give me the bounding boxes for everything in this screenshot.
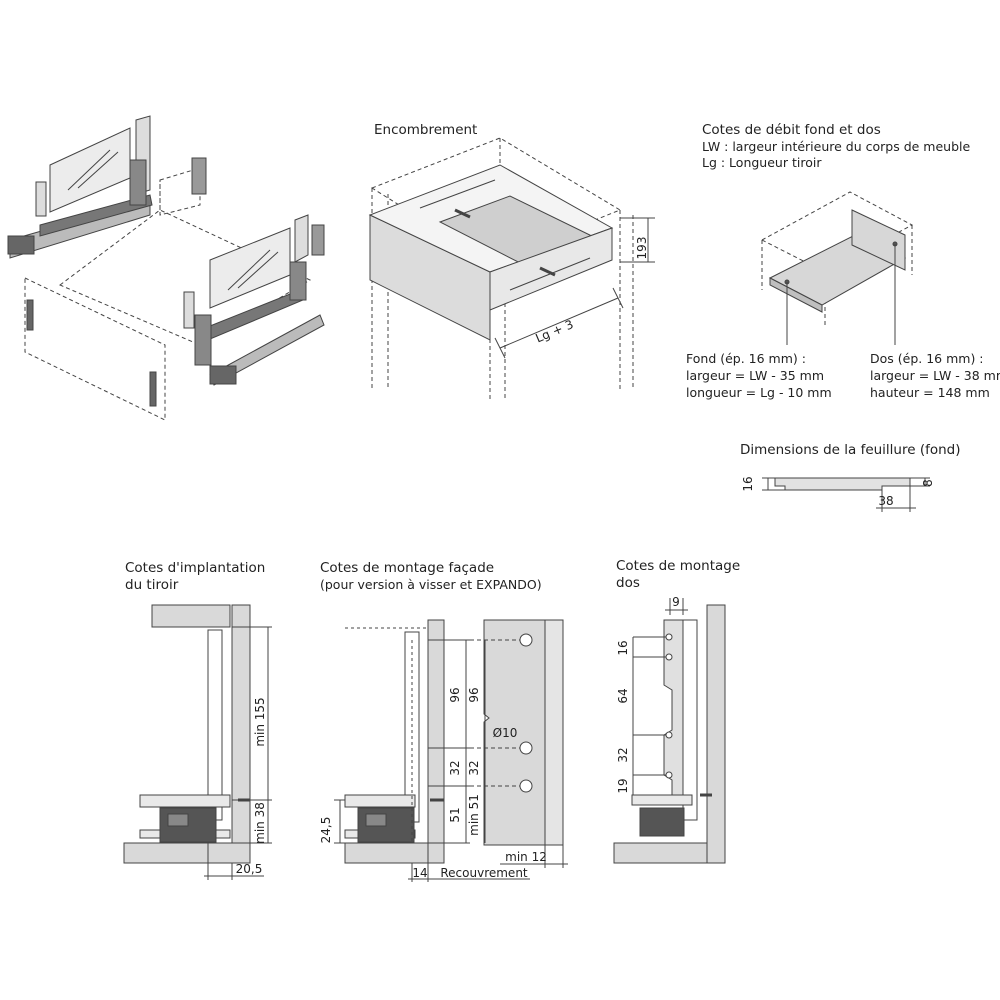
dim-feuillure-8: 8 [921, 479, 935, 487]
encombrement-title: Encombrement [374, 122, 478, 138]
feuillure-profile [762, 477, 930, 512]
dim-facade-51: 51 [448, 807, 462, 822]
fond-largeur: largeur = LW - 35 mm [686, 368, 825, 383]
dim-facade-96-a: 96 [448, 687, 462, 702]
cotes-debit-title: Cotes de débit fond et dos [702, 122, 881, 138]
dim-min-38: min 38 [253, 802, 267, 844]
dim-facade-diameter-10: Ø10 [493, 726, 518, 740]
montage-dos-title-line1: Cotes de montage [616, 558, 741, 574]
exploded-drawer-view [7, 115, 325, 421]
feuillure-title: Dimensions de la feuillure (fond) [740, 442, 961, 458]
encombrement-drawing [368, 137, 655, 400]
dim-dos-16: 16 [616, 640, 630, 655]
dim-facade-24-5: 24,5 [319, 817, 333, 844]
implantation-title-line1: Cotes d'implantation [125, 560, 266, 576]
dim-feuillure-38: 38 [878, 494, 893, 508]
fond-title: Fond (ép. 16 mm) : [686, 351, 806, 366]
dim-min-155: min 155 [253, 697, 267, 746]
dim-dos-64: 64 [616, 688, 630, 703]
montage-facade-drawing [334, 619, 568, 882]
dos-title: Dos (ép. 16 mm) : [870, 351, 984, 366]
implantation-title-line2: du tiroir [125, 577, 179, 593]
debit-drawing [760, 191, 914, 345]
montage-dos-title-line2: dos [616, 575, 640, 591]
dim-feuillure-16: 16 [741, 476, 755, 491]
dos-largeur: largeur = LW - 38 mm [870, 368, 1000, 383]
dim-facade-32-b: 32 [467, 760, 481, 775]
dim-dos-19: 19 [616, 778, 630, 793]
dim-facade-recouvrement: Recouvrement [440, 866, 528, 880]
dim-facade-96-b: 96 [467, 687, 481, 702]
montage-facade-subtitle: (pour version à visser et EXPANDO) [320, 577, 542, 592]
dim-facade-min-12: min 12 [505, 850, 547, 864]
dim-dos-9: 9 [672, 595, 680, 609]
dim-20-5: 20,5 [236, 862, 263, 876]
lg-note: Lg : Longueur tiroir [702, 155, 822, 170]
montage-dos-drawing [613, 598, 726, 864]
dim-193: 193 [635, 237, 649, 260]
dim-facade-14: 14 [412, 866, 427, 880]
dim-dos-32: 32 [616, 747, 630, 762]
dim-facade-min-51: min 51 [467, 794, 481, 836]
dim-facade-32-a: 32 [448, 760, 462, 775]
dos-hauteur: hauteur = 148 mm [870, 385, 990, 400]
montage-facade-title: Cotes de montage façade [320, 560, 495, 576]
dim-lg-plus-3: Lg + 3 [533, 317, 575, 345]
lw-note: LW : largeur intérieure du corps de meub… [702, 139, 971, 154]
fond-longueur: longueur = Lg - 10 mm [686, 385, 832, 400]
implantation-drawing [123, 604, 272, 880]
